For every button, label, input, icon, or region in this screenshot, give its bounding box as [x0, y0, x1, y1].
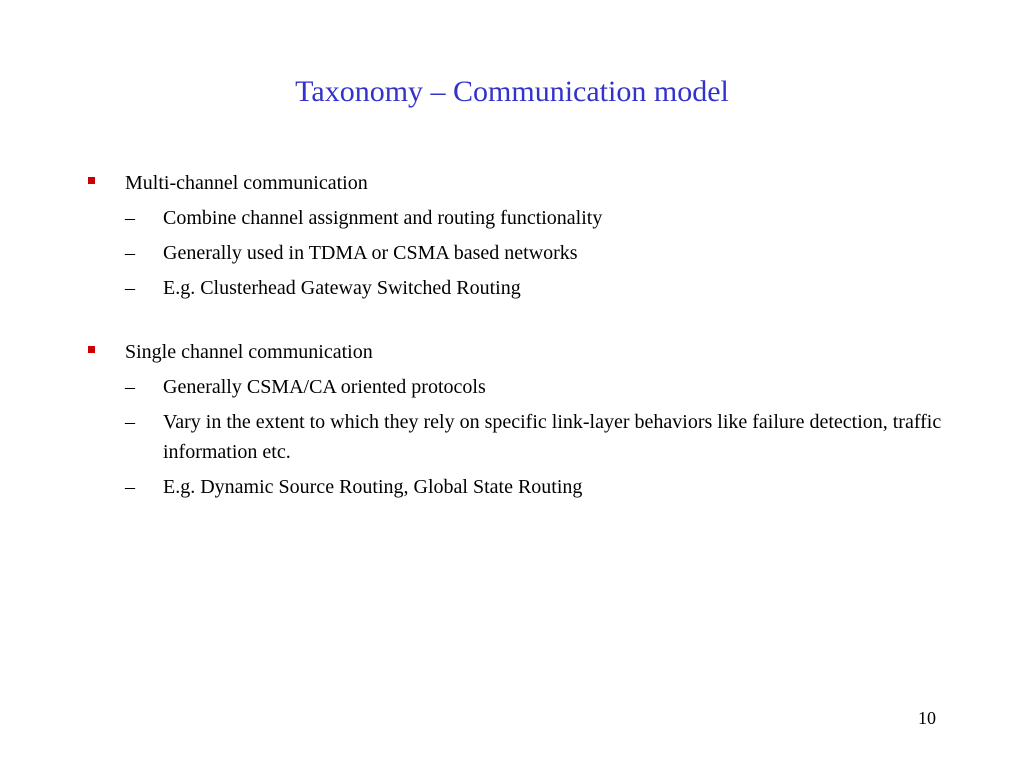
slide-body: Multi-channel communication – Combine ch… — [88, 168, 968, 536]
dash-icon: – — [125, 277, 135, 299]
sub-bullet-text: Combine channel assignment and routing f… — [163, 207, 603, 229]
dash-icon: – — [125, 376, 135, 398]
sub-bullet: – Generally used in TDMA or CSMA based n… — [88, 238, 968, 268]
square-bullet-icon — [88, 177, 95, 184]
sub-bullet-text: E.g. Clusterhead Gateway Switched Routin… — [163, 277, 521, 299]
page-number: 10 — [918, 708, 936, 728]
sub-bullet-text: Vary in the extent to which they rely on… — [163, 411, 942, 463]
square-bullet-icon — [88, 346, 95, 353]
sub-bullet: – Combine channel assignment and routing… — [88, 203, 968, 233]
section-single-channel: Single channel communication – Generally… — [88, 337, 968, 502]
sub-bullet: – Vary in the extent to which they rely … — [88, 407, 968, 467]
dash-icon: – — [125, 411, 135, 433]
dash-icon: – — [125, 207, 135, 229]
section-multi-channel: Multi-channel communication – Combine ch… — [88, 168, 968, 303]
sub-bullet: – Generally CSMA/CA oriented protocols — [88, 372, 968, 402]
bullet-heading-text: Single channel communication — [125, 341, 373, 363]
dash-icon: – — [125, 476, 135, 498]
sub-bullet-text: E.g. Dynamic Source Routing, Global Stat… — [163, 476, 583, 498]
bullet-heading-text: Multi-channel communication — [125, 172, 368, 194]
sub-bullet-text: Generally CSMA/CA oriented protocols — [163, 376, 486, 398]
sub-bullet-text: Generally used in TDMA or CSMA based net… — [163, 242, 578, 264]
sub-bullet: – E.g. Clusterhead Gateway Switched Rout… — [88, 273, 968, 303]
sub-bullet: – E.g. Dynamic Source Routing, Global St… — [88, 472, 968, 502]
dash-icon: – — [125, 242, 135, 264]
slide-title: Taxonomy – Communication model — [295, 75, 729, 108]
bullet-heading: Multi-channel communication — [88, 168, 968, 198]
bullet-heading: Single channel communication — [88, 337, 968, 367]
